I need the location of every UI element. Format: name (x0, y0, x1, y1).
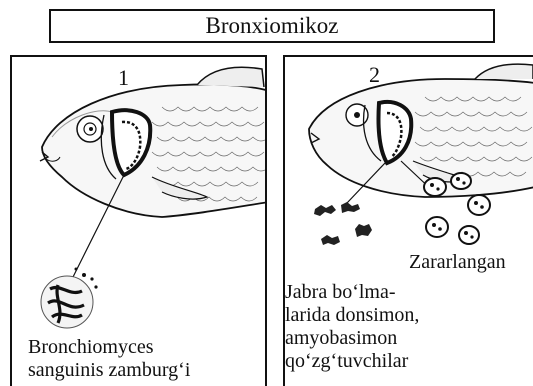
diagram-title: Bronxiomikoz (49, 9, 495, 43)
panel-2: 2 Zararlangan Jabra bo‘lma- larida donsi… (283, 55, 533, 386)
pathogen-caption: Bronchiomyces sanguinis zamburg‘i (28, 336, 190, 382)
panel-1: 1 Bronchiomyces sanguinis zamburg‘i (10, 55, 267, 386)
pathogen-description: Jabra bo‘lma- larida donsimon, amyobasim… (285, 281, 419, 373)
damaged-label: Zararlangan (409, 251, 506, 274)
panel-number-1: 1 (118, 67, 129, 89)
panel-number-2: 2 (369, 64, 380, 86)
